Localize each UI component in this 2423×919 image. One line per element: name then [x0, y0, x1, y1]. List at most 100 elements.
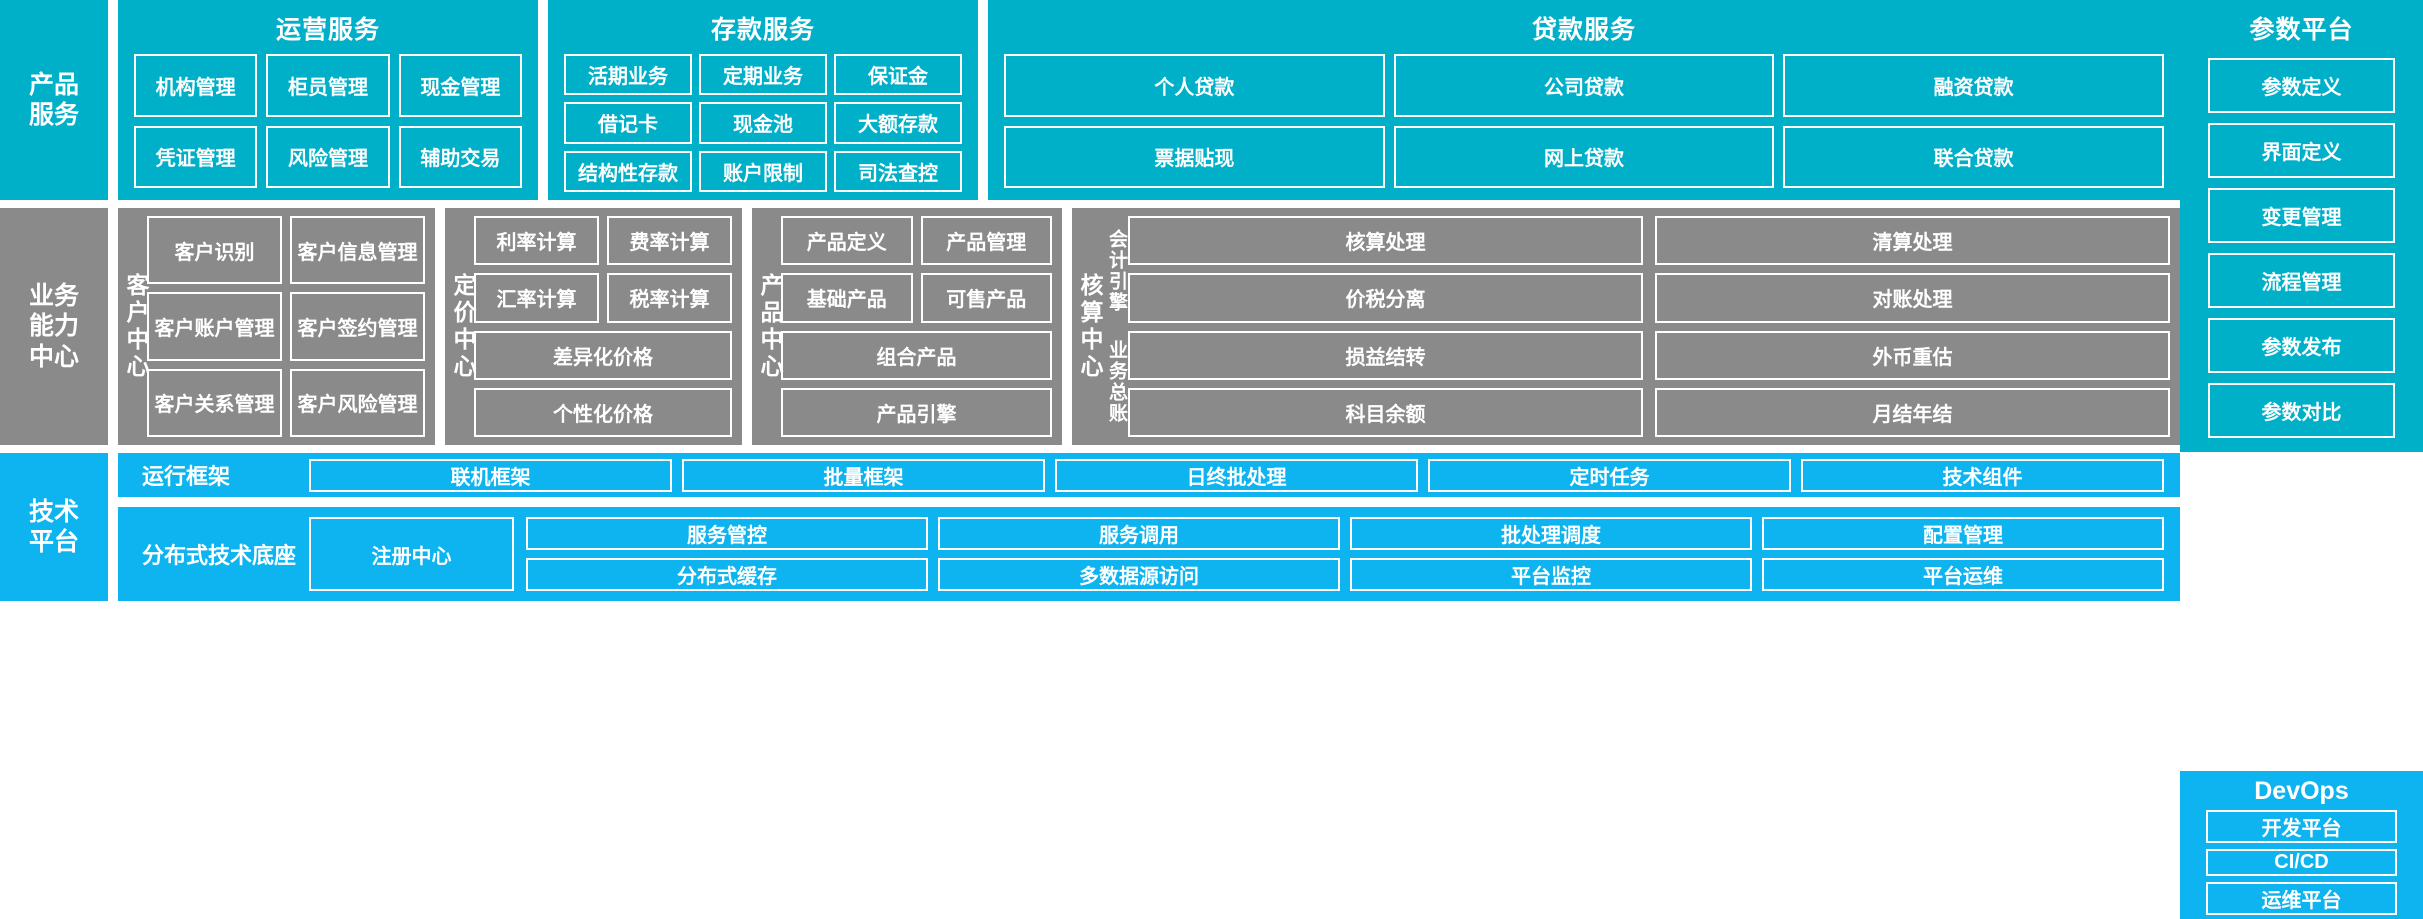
capability-tile[interactable]: 价税分离 [1128, 273, 1643, 323]
capability-tile[interactable]: 科目余额 [1128, 387, 1643, 437]
parameter-tile[interactable]: 界面定义 [2208, 123, 2395, 178]
devops-tile[interactable]: CI/CD [2206, 849, 2397, 876]
capability-tile[interactable]: 客户签约管理 [290, 292, 425, 361]
capability-tile[interactable]: 组合产品 [781, 330, 1052, 380]
capability-tile[interactable]: 客户账户管理 [147, 292, 282, 361]
parameter-tile[interactable]: 流程管理 [2208, 253, 2395, 308]
capability-tile[interactable]: 客户识别 [147, 216, 282, 285]
capability-tile[interactable]: 汇率计算 [474, 273, 599, 323]
service-tile[interactable]: 现金管理 [398, 54, 522, 117]
distributed-base-strip: 分布式技术底座 注册中心 服务管控 服务调用 批处理调度 配置管理 分布式缓存 … [118, 507, 2180, 601]
group-tiles-deposit: 活期业务 定期业务 保证金 借记卡 现金池 大额存款 结构性存款 账户限制 司法… [548, 54, 978, 200]
tech-tile[interactable]: 平台监控 [1350, 558, 1752, 591]
service-tile[interactable]: 融资贷款 [1783, 54, 2164, 117]
distributed-base-name: 分布式技术底座 [142, 543, 297, 568]
technical-platform-row: 技术 平台 运行框架 联机框架 批量框架 日终批处理 定时任务 技术组件 分布式… [0, 453, 2180, 601]
devops-tile[interactable]: 运维平台 [2206, 882, 2397, 915]
parameter-platform-tiles: 参数定义 界面定义 变更管理 流程管理 参数发布 参数对比 [2180, 54, 2423, 452]
tech-tile[interactable]: 批量框架 [682, 459, 1045, 492]
tech-tile[interactable]: 服务调用 [938, 517, 1340, 550]
service-tile[interactable]: 司法查控 [834, 150, 962, 192]
tech-tile[interactable]: 定时任务 [1428, 459, 1791, 492]
tech-tile[interactable]: 平台运维 [1762, 558, 2164, 591]
layer-label-technical-platform: 技术 平台 [0, 453, 108, 601]
capability-tile[interactable]: 差异化价格 [474, 330, 732, 380]
group-title-operations: 运营服务 [275, 16, 380, 44]
service-tile[interactable]: 辅助交易 [398, 125, 522, 188]
capability-tile[interactable]: 产品管理 [920, 216, 1052, 266]
tech-tile[interactable]: 多数据源访问 [938, 558, 1340, 591]
capability-tile[interactable]: 产品引擎 [781, 387, 1052, 437]
tech-tile[interactable]: 日终批处理 [1055, 459, 1418, 492]
capability-tile[interactable]: 基础产品 [781, 273, 913, 323]
service-tile[interactable]: 网上贷款 [1393, 125, 1775, 188]
service-tile[interactable]: 大额存款 [834, 102, 962, 144]
capability-tile[interactable]: 核算处理 [1128, 216, 1643, 266]
parameter-tile[interactable]: 参数定义 [2208, 58, 2395, 113]
capability-tile[interactable]: 客户关系管理 [147, 368, 282, 437]
tech-tile[interactable]: 配置管理 [1762, 517, 2164, 550]
parameter-tile[interactable]: 变更管理 [2208, 188, 2395, 243]
center-panel-pricing: 定价中心 利率计算 费率计算 汇率计算 税率计算 差异化价格 个性化价格 [445, 208, 742, 445]
distributed-base-tiles: 服务管控 服务调用 批处理调度 配置管理 分布式缓存 多数据源访问 平台监控 平… [526, 517, 2164, 591]
center-panel-accounting: 核算中心 会计引擎 业务总账 核算处理 清算处理 价税分离 对账处理 损益结转 … [1072, 208, 2180, 445]
tech-tile-registry[interactable]: 注册中心 [309, 517, 514, 591]
business-capability-row: 业务 能力 中心 客户中心 客户识别 客户信息管理 客户账户管理 客户签约管理 … [0, 208, 2180, 445]
group-title-deposit: 存款服务 [710, 16, 815, 44]
center-tiles-accounting: 核算处理 清算处理 价税分离 对账处理 损益结转 外币重估 科目余额 月结年结 [1128, 216, 2170, 437]
service-tile[interactable]: 借记卡 [564, 102, 692, 144]
run-framework-strip: 运行框架 联机框架 批量框架 日终批处理 定时任务 技术组件 [118, 453, 2180, 497]
capability-tile[interactable]: 个性化价格 [474, 387, 732, 437]
service-tile[interactable]: 公司贷款 [1393, 54, 1775, 117]
capability-tile[interactable]: 产品定义 [781, 216, 913, 266]
devops-tile[interactable]: 开发平台 [2206, 810, 2397, 843]
group-tiles-loan: 个人贷款 公司贷款 融资贷款 票据贴现 网上贷款 联合贷款 [988, 54, 2180, 200]
subgroup-name-accounting-engine: 会计引擎 [1106, 229, 1127, 314]
run-framework-name: 运行框架 [142, 464, 231, 489]
devops-title: DevOps [2254, 777, 2349, 805]
service-tile[interactable]: 账户限制 [699, 150, 827, 192]
parameter-tile[interactable]: 参数发布 [2208, 318, 2395, 373]
capability-tile[interactable]: 利率计算 [474, 216, 599, 266]
subgroup-name-general-ledger: 业务总账 [1106, 339, 1127, 424]
capability-tile[interactable]: 税率计算 [607, 273, 732, 323]
capability-tile[interactable]: 费率计算 [607, 216, 732, 266]
product-services-row: 产品 服务 运营服务 机构管理 柜员管理 现金管理 凭证管理 风险管理 辅助交易… [0, 0, 2180, 200]
service-tile[interactable]: 活期业务 [564, 54, 692, 96]
group-panel-loan: 贷款服务 个人贷款 公司贷款 融资贷款 票据贴现 网上贷款 联合贷款 [988, 0, 2180, 200]
service-tile[interactable]: 个人贷款 [1004, 54, 1385, 117]
capability-tile[interactable]: 可售产品 [920, 273, 1052, 323]
service-tile[interactable]: 凭证管理 [134, 125, 258, 188]
tech-tile[interactable]: 联机框架 [309, 459, 672, 492]
service-tile[interactable]: 结构性存款 [564, 150, 692, 192]
service-tile[interactable]: 保证金 [834, 54, 962, 96]
parameter-platform-panel: 参数平台 参数定义 界面定义 变更管理 流程管理 参数发布 参数对比 [2180, 0, 2423, 452]
service-tile[interactable]: 现金池 [699, 102, 827, 144]
service-tile[interactable]: 柜员管理 [266, 54, 390, 117]
capability-tile[interactable]: 客户风险管理 [290, 368, 425, 437]
distributed-base-content: 注册中心 服务管控 服务调用 批处理调度 配置管理 分布式缓存 多数据源访问 平… [309, 507, 2164, 601]
capability-tile[interactable]: 外币重估 [1655, 330, 2170, 380]
center-name-accounting: 核算中心 [1077, 272, 1103, 381]
parameter-tile[interactable]: 参数对比 [2208, 383, 2395, 438]
capability-tile[interactable]: 客户信息管理 [290, 216, 425, 285]
devops-tiles: 开发平台 CI/CD 运维平台 [2180, 810, 2423, 915]
tech-tile[interactable]: 技术组件 [1801, 459, 2164, 492]
tech-tile[interactable]: 批处理调度 [1350, 517, 1752, 550]
capability-tile[interactable]: 损益结转 [1128, 330, 1643, 380]
devops-panel: DevOps 开发平台 CI/CD 运维平台 [2180, 771, 2423, 919]
service-tile[interactable]: 机构管理 [134, 54, 258, 117]
service-tile[interactable]: 定期业务 [699, 54, 827, 96]
center-panel-product: 产品中心 产品定义 产品管理 基础产品 可售产品 组合产品 产品引擎 [752, 208, 1062, 445]
center-name-pricing: 定价中心 [450, 272, 476, 381]
capability-tile[interactable]: 清算处理 [1655, 216, 2170, 266]
service-tile[interactable]: 风险管理 [266, 125, 390, 188]
tech-tile[interactable]: 分布式缓存 [526, 558, 928, 591]
capability-tile[interactable]: 月结年结 [1655, 387, 2170, 437]
service-tile[interactable]: 联合贷款 [1783, 125, 2164, 188]
service-tile[interactable]: 票据贴现 [1004, 125, 1385, 188]
capability-tile[interactable]: 对账处理 [1655, 273, 2170, 323]
layer-label-product-services: 产品 服务 [0, 0, 108, 200]
tech-tile[interactable]: 服务管控 [526, 517, 928, 550]
